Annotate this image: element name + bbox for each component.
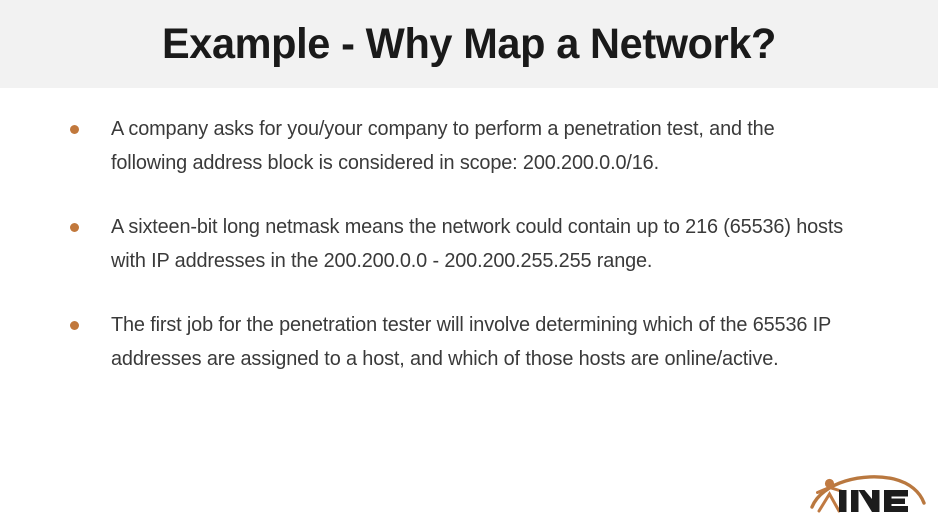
bullet-item: The first job for the penetration tester… (62, 308, 874, 376)
logo-figure-arms-icon (816, 485, 843, 494)
bullet-text: A company asks for you/your company to p… (111, 117, 775, 174)
bullet-item: A company asks for you/your company to p… (62, 112, 874, 180)
bullet-dot-icon (70, 125, 79, 134)
bullet-list: A company asks for you/your company to p… (62, 112, 874, 376)
bullet-text: The first job for the penetration tester… (111, 313, 831, 370)
bullet-text: A sixteen-bit long netmask means the net… (111, 215, 844, 272)
slide-body: A company asks for you/your company to p… (0, 88, 938, 528)
bullet-dot-icon (70, 223, 79, 232)
bullet-dot-icon (70, 321, 79, 330)
ine-logo (806, 470, 930, 516)
logo-wordmark (839, 490, 908, 512)
slide-title: Example - Why Map a Network? (161, 19, 777, 68)
logo-figure-head-icon (824, 478, 835, 489)
bullet-item: A sixteen-bit long netmask means the net… (62, 210, 874, 278)
logo-figure-legs-icon (817, 491, 841, 513)
slide-header-band (0, 0, 938, 88)
